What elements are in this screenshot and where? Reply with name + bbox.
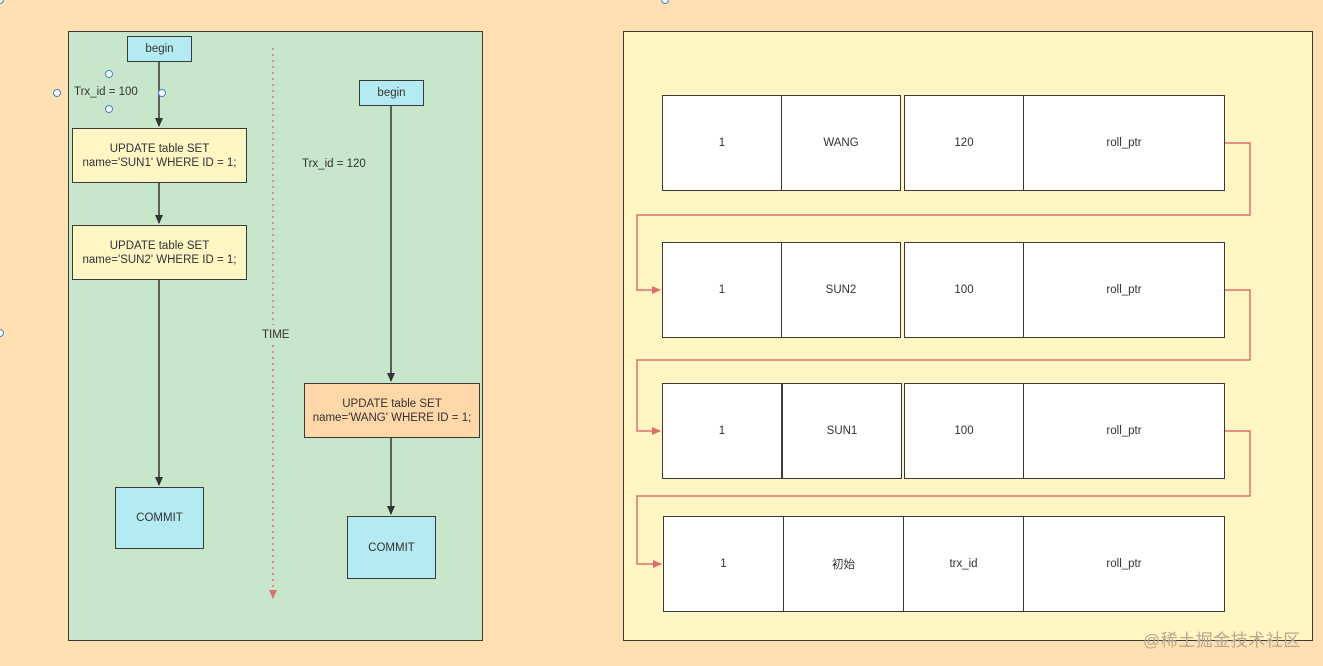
row3-id: 1: [718, 425, 726, 437]
row1-id: 1: [718, 137, 726, 149]
row3-name: SUN1: [826, 425, 858, 437]
trx1-update1-node[interactable]: UPDATE table SET name='SUN1' WHERE ID = …: [72, 128, 247, 183]
trx2-begin-label: begin: [377, 87, 406, 99]
row4-trx-cell[interactable]: trx_id: [903, 516, 1024, 612]
trx2-commit-node[interactable]: COMMIT: [347, 516, 436, 579]
row2-roll-ptr: roll_ptr: [1106, 284, 1142, 296]
row2-trx: 100: [954, 284, 974, 296]
row4-roll-ptr: roll_ptr: [1106, 558, 1142, 570]
row2-name-cell[interactable]: SUN2: [781, 242, 901, 338]
watermark-text: @稀土掘金技术社区: [1143, 631, 1301, 650]
row1-id-cell[interactable]: 1: [662, 95, 782, 191]
trx1-begin-label: begin: [145, 43, 174, 55]
row1-name-cell[interactable]: WANG: [781, 95, 901, 191]
time-axis-label: TIME: [262, 329, 290, 341]
row1-roll-ptr: roll_ptr: [1106, 137, 1142, 149]
selection-handle-top[interactable]: [105, 70, 113, 78]
row1-name: WANG: [823, 137, 859, 149]
trx2-commit-label: COMMIT: [368, 541, 415, 554]
trx2-begin-node[interactable]: begin: [359, 80, 424, 106]
row2-name: SUN2: [825, 284, 857, 296]
row2-id-cell[interactable]: 1: [662, 242, 782, 338]
row3-trx-cell[interactable]: 100: [904, 383, 1024, 479]
roll-ptr-arrow-1: [636, 142, 1251, 294]
roll-ptr-arrow-3: [636, 430, 1251, 568]
row2-trx-cell[interactable]: 100: [904, 242, 1024, 338]
row4-id-cell[interactable]: 1: [663, 516, 784, 612]
row3-id-cell[interactable]: 1: [662, 383, 782, 479]
trx1-update2-node[interactable]: UPDATE table SET name='SUN2' WHERE ID = …: [72, 225, 247, 280]
row3-roll-ptr: roll_ptr: [1106, 425, 1142, 437]
row4-roll-ptr-cell[interactable]: roll_ptr: [1023, 516, 1225, 612]
trx2-id-label: Trx_id = 120: [302, 158, 366, 170]
row2-roll-ptr-cell[interactable]: roll_ptr: [1023, 242, 1225, 338]
row2-id: 1: [718, 284, 726, 296]
row4-trx: trx_id: [949, 558, 978, 570]
selection-handle-left[interactable]: [53, 89, 61, 97]
selection-handle-right[interactable]: [158, 89, 166, 97]
trx1-update2-text: UPDATE table SET name='SUN2' WHERE ID = …: [82, 239, 237, 266]
trx1-begin-node[interactable]: begin: [127, 36, 192, 62]
row4-name: 初始: [832, 559, 855, 571]
trx1-commit-node[interactable]: COMMIT: [115, 487, 204, 549]
roll-ptr-arrow-2: [636, 289, 1251, 435]
trx2-update-text: UPDATE table SET name='WANG' WHERE ID = …: [312, 397, 472, 424]
trx1-commit-label: COMMIT: [136, 512, 183, 524]
row3-roll-ptr-cell[interactable]: roll_ptr: [1023, 383, 1225, 479]
trx1-update1-text: UPDATE table SET name='SUN1' WHERE ID = …: [82, 142, 237, 169]
row3-name-cell[interactable]: SUN1: [782, 383, 902, 479]
row4-name-cell[interactable]: 初始: [783, 516, 904, 612]
trx2-update-node[interactable]: UPDATE table SET name='WANG' WHERE ID = …: [304, 383, 480, 438]
row1-roll-ptr-cell[interactable]: roll_ptr: [1023, 95, 1225, 191]
selection-handle-bottom[interactable]: [105, 105, 113, 113]
row1-trx: 120: [954, 137, 974, 149]
row1-trx-cell[interactable]: 120: [904, 95, 1024, 191]
row4-id: 1: [720, 558, 727, 570]
row3-trx: 100: [954, 425, 974, 437]
trx1-id-label: Trx_id = 100: [74, 86, 138, 98]
